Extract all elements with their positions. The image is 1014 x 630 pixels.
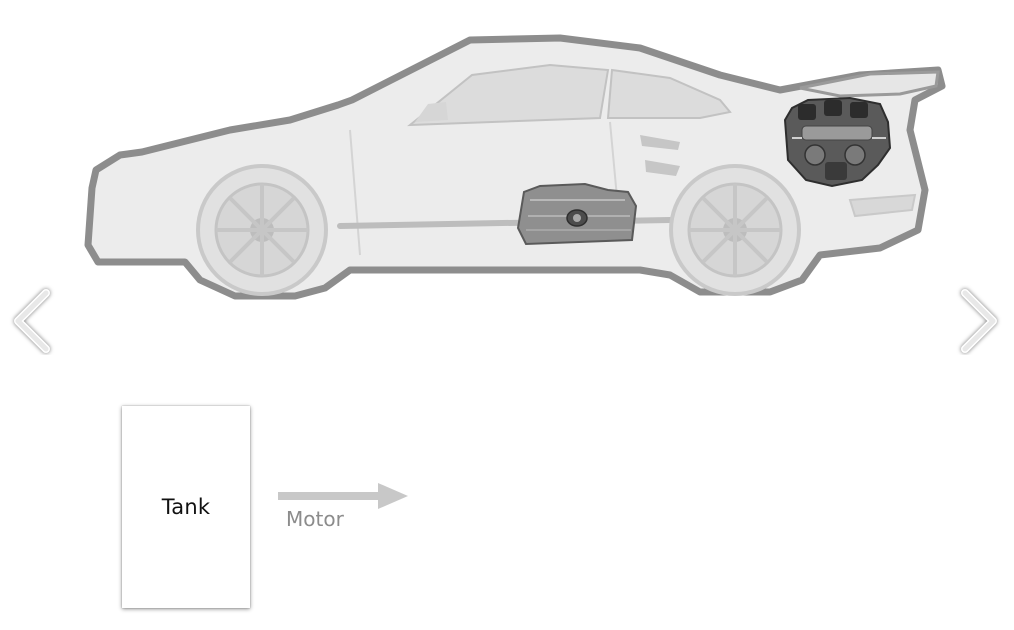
motor-label: Motor bbox=[286, 507, 344, 531]
prev-slide-button[interactable] bbox=[6, 285, 56, 355]
next-slide-button[interactable] bbox=[955, 285, 1005, 355]
front-wheel-icon bbox=[196, 164, 328, 296]
rear-wheel-icon bbox=[669, 164, 801, 296]
arrow-right-icon bbox=[278, 483, 408, 509]
tank-label: Tank bbox=[161, 495, 211, 519]
chevron-left-icon bbox=[14, 289, 50, 353]
fuel-tank-icon bbox=[516, 182, 638, 246]
tank-card[interactable]: Tank bbox=[122, 406, 250, 608]
car-silhouette-icon bbox=[84, 34, 946, 300]
car-illustration bbox=[80, 30, 950, 310]
chevron-right-icon bbox=[961, 289, 997, 353]
engine-icon bbox=[783, 96, 892, 188]
